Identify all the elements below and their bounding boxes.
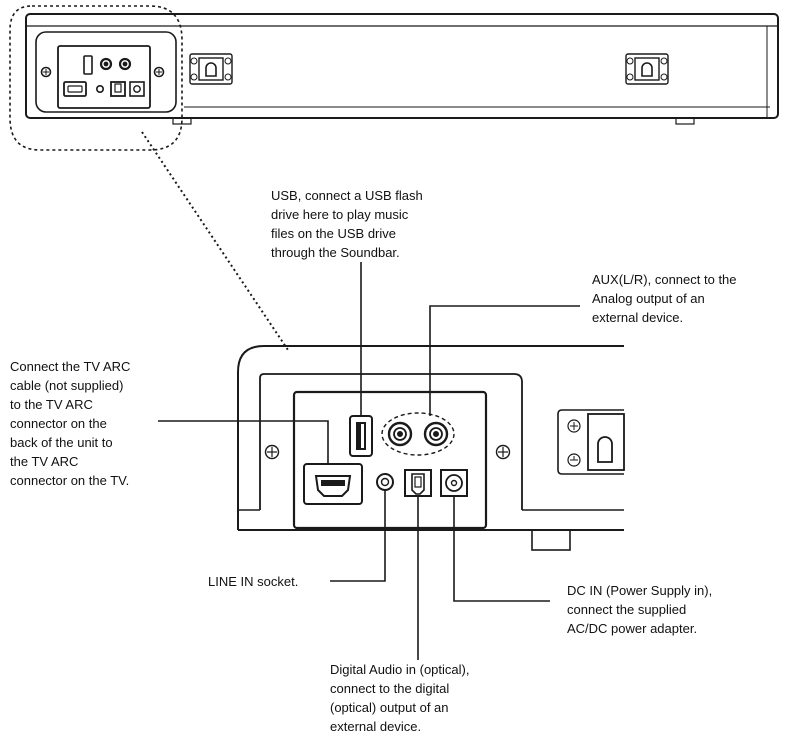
- hdmi-arc-port: [303, 463, 363, 505]
- leader-dc-in: [453, 496, 550, 602]
- zoomed-wall-mount-bracket: [557, 409, 625, 475]
- aux-ports: [381, 412, 455, 456]
- leader-aux: [429, 305, 580, 416]
- line-in-port: [376, 473, 394, 491]
- line-in-label: LINE IN socket.: [208, 574, 299, 589]
- soundbar-full-view: [25, 13, 779, 125]
- dc-in-port: [440, 469, 468, 497]
- wall-mount-bracket-right: [625, 53, 669, 85]
- small-connector-panel: [35, 31, 177, 113]
- tv-arc-label: Connect the TV ARC cable (not supplied) …: [10, 359, 131, 488]
- wall-mount-bracket-left: [189, 53, 233, 85]
- leader-lines: [158, 262, 580, 660]
- dc-in-label: DC IN (Power Supply in), connect the sup…: [567, 583, 713, 636]
- leader-tv-arc: [158, 420, 329, 464]
- optical-label: Digital Audio in (optical), connect to t…: [330, 662, 470, 734]
- aux-label: AUX(L/R), connect to the Analog output o…: [592, 272, 737, 325]
- usb-port: [349, 415, 373, 457]
- zoomed-connector-plate: [264, 390, 511, 530]
- optical-port: [404, 469, 432, 497]
- zoom-indicator: [9, 5, 289, 351]
- leader-line-in: [330, 490, 386, 582]
- usb-label: USB, connect a USB flash drive here to p…: [271, 188, 423, 260]
- zoomed-panel-body: [237, 345, 624, 551]
